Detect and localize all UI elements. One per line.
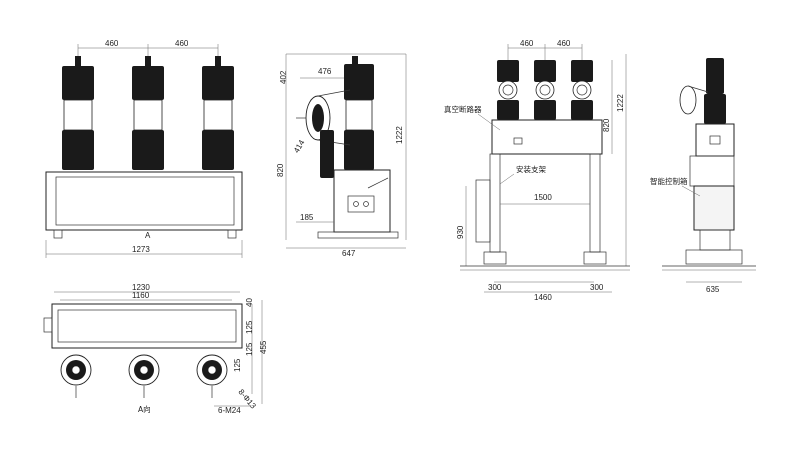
dim-820-post: 820 bbox=[602, 118, 611, 132]
side-post-mechanism bbox=[695, 123, 735, 157]
post-pole-2 bbox=[534, 60, 556, 120]
front-pole-3 bbox=[202, 56, 234, 170]
dim-647: 647 bbox=[342, 249, 356, 258]
front-pole-2 bbox=[132, 56, 164, 170]
dim-402: 402 bbox=[279, 70, 288, 84]
side-angled-bushing bbox=[296, 89, 351, 146]
label-control: 智能控制箱 bbox=[650, 176, 688, 186]
dim-460-right: 460 bbox=[175, 39, 189, 48]
dim-1222-post: 1222 bbox=[616, 94, 625, 112]
dim-300-a: 300 bbox=[488, 283, 502, 292]
dim-125-a: 125 bbox=[245, 320, 254, 334]
front-elevation-view: 460 460 A 1273 bbox=[45, 39, 243, 258]
dim-125-c: 125 bbox=[233, 358, 242, 372]
dim-930: 930 bbox=[456, 225, 465, 239]
view-a-label: A向 bbox=[138, 404, 151, 414]
dim-476: 476 bbox=[318, 67, 332, 76]
dim-40: 40 bbox=[245, 298, 254, 307]
dim-1273: 1273 bbox=[132, 245, 150, 254]
dim-455: 455 bbox=[259, 340, 268, 354]
smart-control-box bbox=[693, 185, 735, 231]
label-bracket: 安装支架 bbox=[516, 164, 546, 174]
support-leg-right bbox=[589, 153, 601, 253]
dim-1222-side: 1222 bbox=[395, 126, 404, 144]
dim-414: 414 bbox=[292, 138, 307, 155]
dim-1230: 1230 bbox=[132, 283, 150, 292]
plan-bushing-1 bbox=[60, 354, 92, 398]
label-a: A bbox=[145, 231, 151, 240]
dim-185: 185 bbox=[300, 213, 314, 222]
dim-300-b: 300 bbox=[590, 283, 604, 292]
side-mechanism-box bbox=[333, 169, 391, 233]
side-ct-insulator bbox=[320, 130, 334, 178]
front-tank-panel bbox=[55, 176, 235, 226]
label-breaker: 真空断路器 bbox=[444, 104, 482, 114]
plan-bushing-2 bbox=[128, 354, 160, 398]
post-pole-3 bbox=[571, 60, 593, 120]
support-leg-left bbox=[489, 153, 501, 253]
dim-125-b: 125 bbox=[245, 342, 254, 356]
dim-635: 635 bbox=[706, 285, 720, 294]
post-pole-1 bbox=[497, 60, 519, 120]
plan-bushing-3 bbox=[196, 354, 228, 398]
plan-tank bbox=[51, 303, 243, 349]
bolt-label: 6-M24 bbox=[218, 406, 241, 415]
dim-460-a: 460 bbox=[520, 39, 534, 48]
front-pole-1 bbox=[62, 56, 94, 170]
dim-1500: 1500 bbox=[534, 193, 552, 202]
side-post-mounted-view: 智能控制箱 635 bbox=[650, 58, 756, 294]
post-breaker-tank bbox=[491, 119, 603, 155]
dim-820-side: 820 bbox=[276, 163, 285, 177]
dim-1160: 1160 bbox=[132, 291, 150, 300]
dim-1460: 1460 bbox=[534, 293, 552, 302]
front-post-mounted-view: 460 460 真空断路器 安装支架 1500 bbox=[444, 39, 630, 302]
dim-460-b: 460 bbox=[557, 39, 571, 48]
side-elevation-view: 476 402 1222 820 414 185 647 bbox=[276, 53, 407, 258]
plan-view: 1230 1160 40 125 125 125 455 bbox=[43, 283, 268, 415]
front-tank bbox=[45, 171, 243, 231]
dim-460-left: 460 bbox=[105, 39, 119, 48]
